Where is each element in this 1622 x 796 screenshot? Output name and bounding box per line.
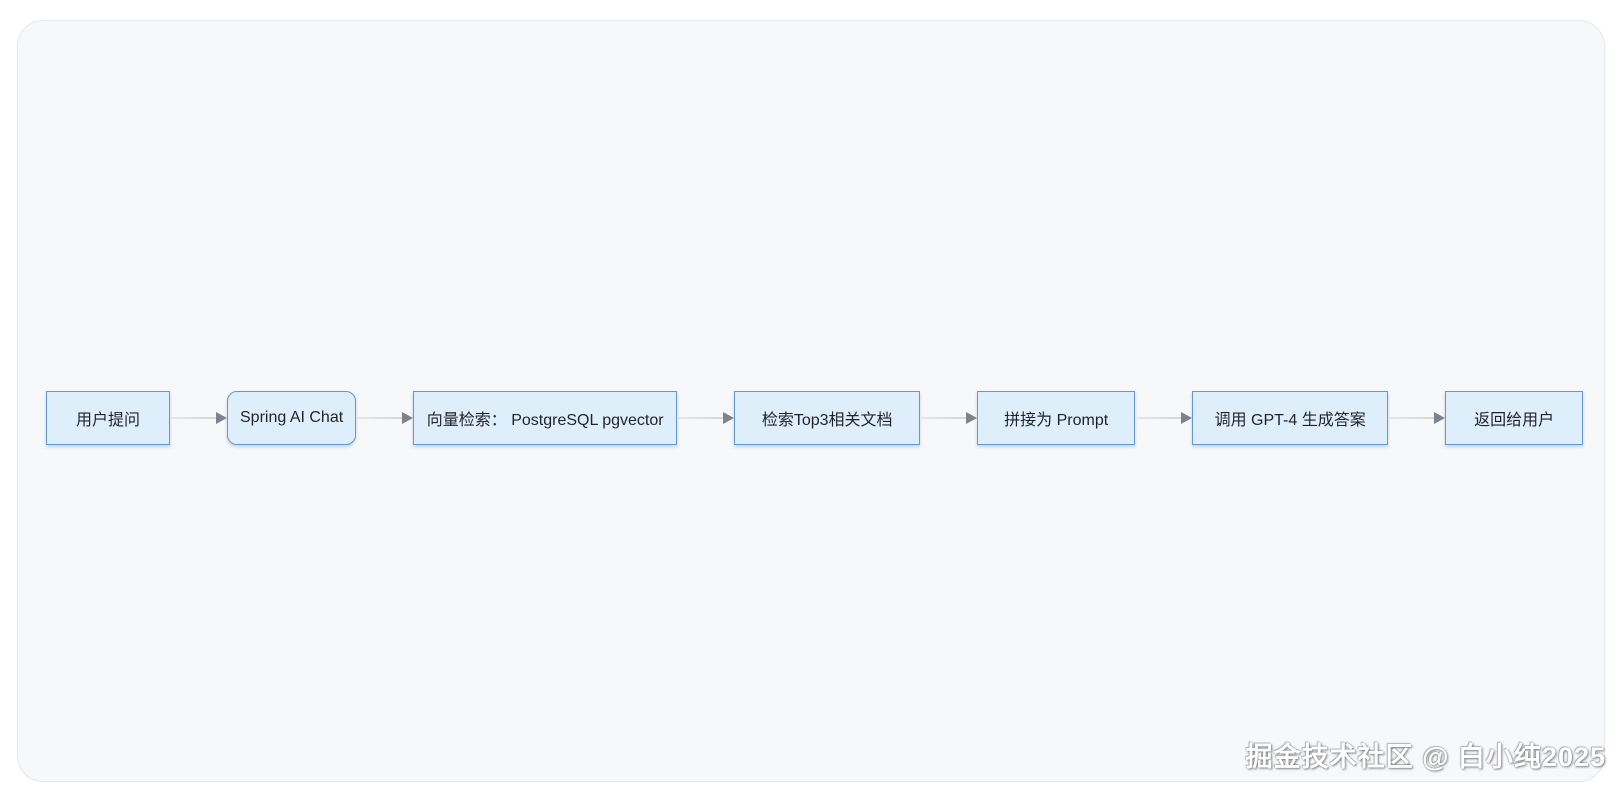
arrow-line xyxy=(920,417,974,419)
flow-node-vector-search: 向量检索： PostgreSQL pgvector xyxy=(413,391,678,445)
arrowhead-icon xyxy=(216,412,227,424)
arrowhead-icon xyxy=(966,412,978,424)
flow-node-spring-ai-chat: Spring AI Chat xyxy=(227,391,357,445)
node-label: 拼接为 Prompt xyxy=(1004,412,1109,429)
flow-node-call-gpt4: 调用 GPT-4 生成答案 xyxy=(1192,391,1389,445)
watermark: 掘金技术社区 @ 白小纯2025 xyxy=(1245,742,1606,772)
flow-arrow xyxy=(1135,391,1193,445)
node-label: 向量检索： PostgreSQL pgvector xyxy=(426,412,664,429)
node-label: 返回给用户 xyxy=(1474,412,1555,429)
flowchart: 用户提问 Spring AI Chat 向量检索： PostgreSQL pgv… xyxy=(46,391,1584,445)
node-label: 检索Top3相关文档 xyxy=(761,412,893,429)
arrow-line xyxy=(170,417,223,419)
flow-node-top3-docs: 检索Top3相关文档 xyxy=(734,391,921,445)
flow-node-user-question: 用户提问 xyxy=(46,391,170,445)
flow-arrow xyxy=(170,391,227,445)
arrowhead-icon xyxy=(1181,412,1193,424)
arrow-line xyxy=(1135,417,1189,419)
flow-node-return-to-user: 返回给用户 xyxy=(1445,391,1584,445)
node-label: 调用 GPT-4 生成答案 xyxy=(1214,412,1366,429)
arrowhead-icon xyxy=(1434,412,1446,424)
flow-arrow xyxy=(677,391,735,445)
arrow-line xyxy=(356,417,410,419)
arrow-line xyxy=(1388,417,1442,419)
node-label: 用户提问 xyxy=(75,412,140,429)
flowchart-canvas: 用户提问 Spring AI Chat 向量检索： PostgreSQL pgv… xyxy=(17,20,1605,782)
flow-arrow xyxy=(920,391,978,445)
arrow-line xyxy=(677,417,731,419)
arrowhead-icon xyxy=(723,412,735,424)
flow-node-build-prompt: 拼接为 Prompt xyxy=(977,391,1136,445)
flow-arrow xyxy=(356,391,414,445)
arrowhead-icon xyxy=(402,412,414,424)
node-label: Spring AI Chat xyxy=(240,409,344,426)
flow-arrow xyxy=(1388,391,1446,445)
